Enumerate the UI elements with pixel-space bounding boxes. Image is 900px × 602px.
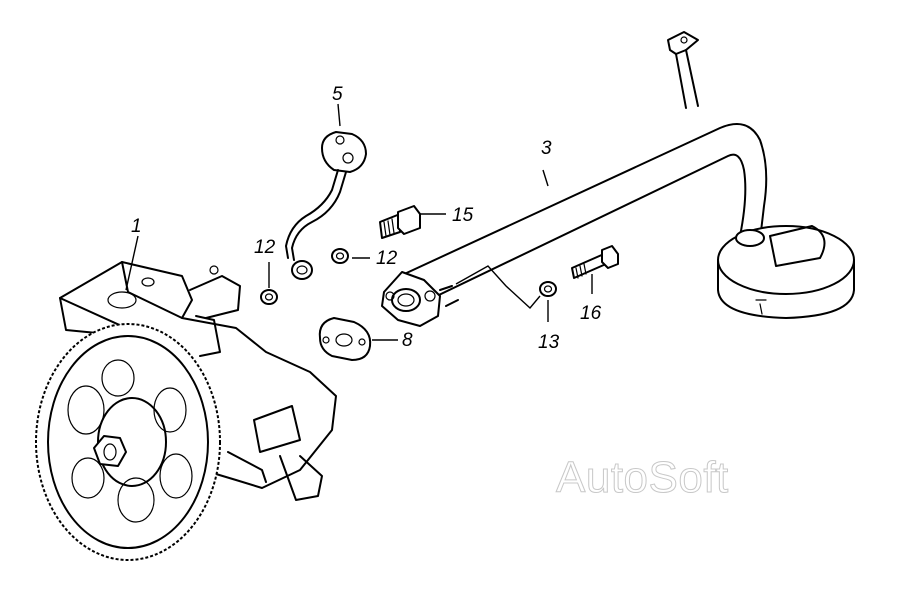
oil-pump-assembly-drawing [35, 261, 337, 561]
part-label-1: 1 [131, 216, 142, 237]
part-label-15: 15 [452, 205, 474, 226]
part-label-5: 5 [332, 84, 343, 105]
bolt-drawing [379, 205, 619, 279]
watermark-text: AutoSoft [556, 453, 729, 502]
gasket-drawing [318, 317, 372, 361]
leader-lines [125, 103, 593, 341]
washer-drawing [260, 248, 557, 305]
part-label-12-right: 12 [376, 248, 398, 269]
part-label-8: 8 [402, 330, 413, 351]
part-label-3: 3 [541, 138, 552, 159]
lubrication-tube-drawing [285, 131, 367, 280]
part-label-16: 16 [580, 303, 602, 324]
part-label-13: 13 [538, 332, 560, 353]
part-label-12-left: 12 [254, 237, 276, 258]
oil-strainer-drawing [717, 225, 855, 319]
oil-intake-pipe-drawing [381, 31, 768, 327]
